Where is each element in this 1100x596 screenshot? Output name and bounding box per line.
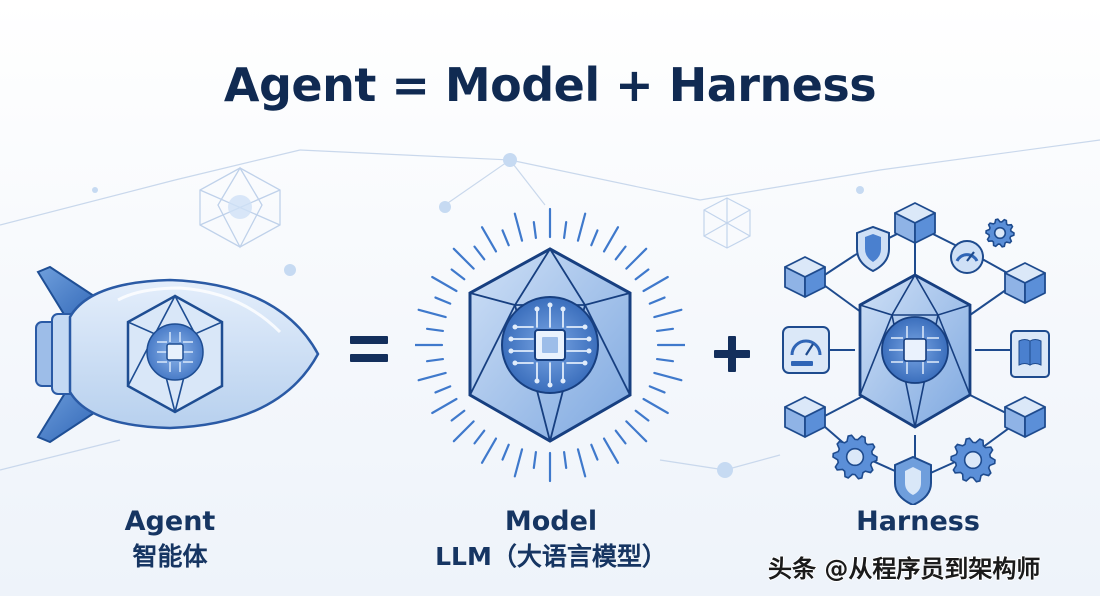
glow-rays (415, 207, 685, 483)
glow-ray (480, 226, 498, 253)
harness-name: Harness (856, 506, 980, 537)
glow-ray (417, 308, 447, 319)
glow-ray (655, 357, 675, 363)
glow-ray (625, 247, 648, 270)
glow-ray (653, 371, 683, 382)
model-label: Model LLM（大语言模型） (391, 505, 711, 575)
glow-ray (576, 448, 587, 478)
gear-icon (985, 218, 1015, 248)
plus-sign (714, 336, 750, 372)
glow-ray (590, 229, 599, 247)
rocket-icon (35, 265, 320, 444)
glow-ray (513, 448, 524, 478)
glow-ray (614, 245, 627, 261)
module-cube (1004, 262, 1046, 304)
glow-ray (532, 220, 538, 240)
watermark: 头条 @从程序员到架构师 (768, 555, 1041, 583)
glow-ray (614, 429, 627, 445)
glow-ray (576, 212, 587, 242)
glow-ray (648, 296, 666, 305)
shield-icon (856, 225, 890, 273)
glow-ray (425, 357, 445, 363)
gear-icon (832, 434, 878, 480)
agent-name: Agent (124, 506, 216, 537)
glow-ray (642, 275, 669, 293)
glow-ray (452, 247, 475, 270)
glow-ray (590, 443, 599, 461)
crystal-chip-icon (415, 207, 685, 483)
glow-ray (480, 437, 498, 464)
equals-sign (350, 336, 388, 362)
glow-ray (473, 429, 486, 445)
glow-ray (434, 385, 452, 394)
glow-ray (473, 245, 486, 261)
glow-ray (625, 420, 648, 443)
shield-icon (894, 455, 932, 505)
module-cubes (784, 202, 1046, 438)
glow-ray (501, 229, 510, 247)
gear-icon (950, 437, 996, 483)
glow-ray (431, 275, 458, 293)
agent-subtitle: 智能体 (132, 542, 208, 571)
harness-label: Harness (758, 505, 1078, 539)
glow-ray (450, 409, 466, 422)
gear-icons (832, 218, 1015, 483)
glow-ray (648, 385, 666, 394)
glow-ray (655, 327, 675, 333)
glow-ray (431, 397, 458, 415)
module-cube (784, 396, 826, 438)
glow-ray (452, 420, 475, 443)
module-cube (1004, 396, 1046, 438)
glow-ray (634, 409, 650, 422)
glow-ray (653, 308, 683, 319)
page-title: Agent = Model + Harness (223, 58, 877, 112)
glow-ray (602, 226, 620, 253)
model-name: Model (504, 506, 598, 537)
glow-ray (501, 443, 510, 461)
glow-ray (450, 268, 466, 281)
glow-ray (562, 220, 568, 240)
glow-ray (532, 450, 538, 470)
agent-label: Agent 智能体 (10, 505, 330, 575)
module-cube (894, 202, 936, 244)
glow-ray (562, 450, 568, 470)
book-icon (1010, 330, 1050, 378)
glow-ray (634, 268, 650, 281)
glow-ray (417, 371, 447, 382)
glow-ray (425, 327, 445, 333)
module-network-icon (782, 202, 1050, 505)
glow-ray (642, 397, 669, 415)
model-subtitle: LLM（大语言模型） (435, 542, 667, 571)
glow-ray (602, 437, 620, 464)
module-cube (784, 256, 826, 298)
glow-ray (513, 212, 524, 242)
dashboard-gauge-icon (782, 326, 830, 374)
gauge-icon (950, 240, 984, 274)
glow-ray (434, 296, 452, 305)
